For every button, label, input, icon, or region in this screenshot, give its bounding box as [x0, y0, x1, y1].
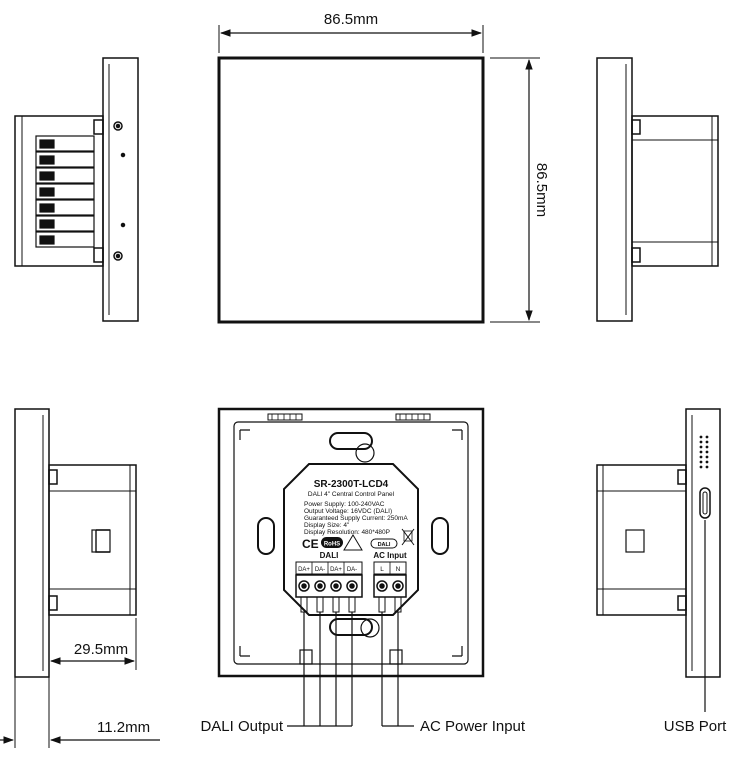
usb-port-icon	[699, 487, 711, 519]
terminal-l: L	[380, 566, 384, 573]
ac-group-label: AC Input	[373, 551, 407, 560]
usb-port-label: USB Port	[664, 718, 727, 735]
label-spec-4: Display Size: 4"	[304, 522, 350, 529]
dali-mark: DALI	[378, 542, 391, 548]
side-view-usb	[596, 408, 721, 678]
front-view	[217, 25, 540, 324]
terminal-da-plus-1: DA+	[298, 567, 310, 573]
side-view-right	[596, 57, 719, 322]
terminal-da-plus-2: DA+	[330, 567, 342, 573]
speaker-grille	[699, 435, 709, 469]
ce-mark: CE	[302, 537, 319, 551]
height-dimension-label: 86.5mm	[533, 163, 550, 217]
thickness-dimension-label: 11.2mm	[97, 719, 150, 736]
side-view-depth	[14, 408, 137, 678]
callout-leaders	[287, 520, 706, 727]
terminal-n: N	[396, 566, 401, 573]
dali-output-label: DALI Output	[200, 718, 283, 735]
depth-dimension-label: 29.5mm	[74, 641, 128, 658]
label-subtitle: DALI 4" Central Control Panel	[308, 491, 395, 498]
terminal-da-minus-1: DA-	[315, 567, 325, 573]
label-model: SR-2300T-LCD4	[314, 479, 389, 490]
side-view-left-terminals	[14, 57, 139, 322]
terminal-da-minus-2: DA-	[347, 567, 357, 573]
label-spec-1: Power Supply: 100-240VAC	[304, 501, 385, 508]
back-view	[217, 407, 485, 678]
width-dimension-label: 86.5mm	[324, 11, 378, 28]
label-spec-5: Display Resolution: 480*480P	[304, 529, 390, 536]
label-spec-3: Guaranteed Supply Current: 250mA	[304, 515, 408, 522]
dali-group-label: DALI	[320, 551, 339, 560]
rohs-mark: RoHS	[324, 542, 340, 548]
label-spec-2: Output Voltage: 16VDC (DALI)	[304, 508, 392, 515]
ac-power-input-label: AC Power Input	[420, 718, 526, 735]
